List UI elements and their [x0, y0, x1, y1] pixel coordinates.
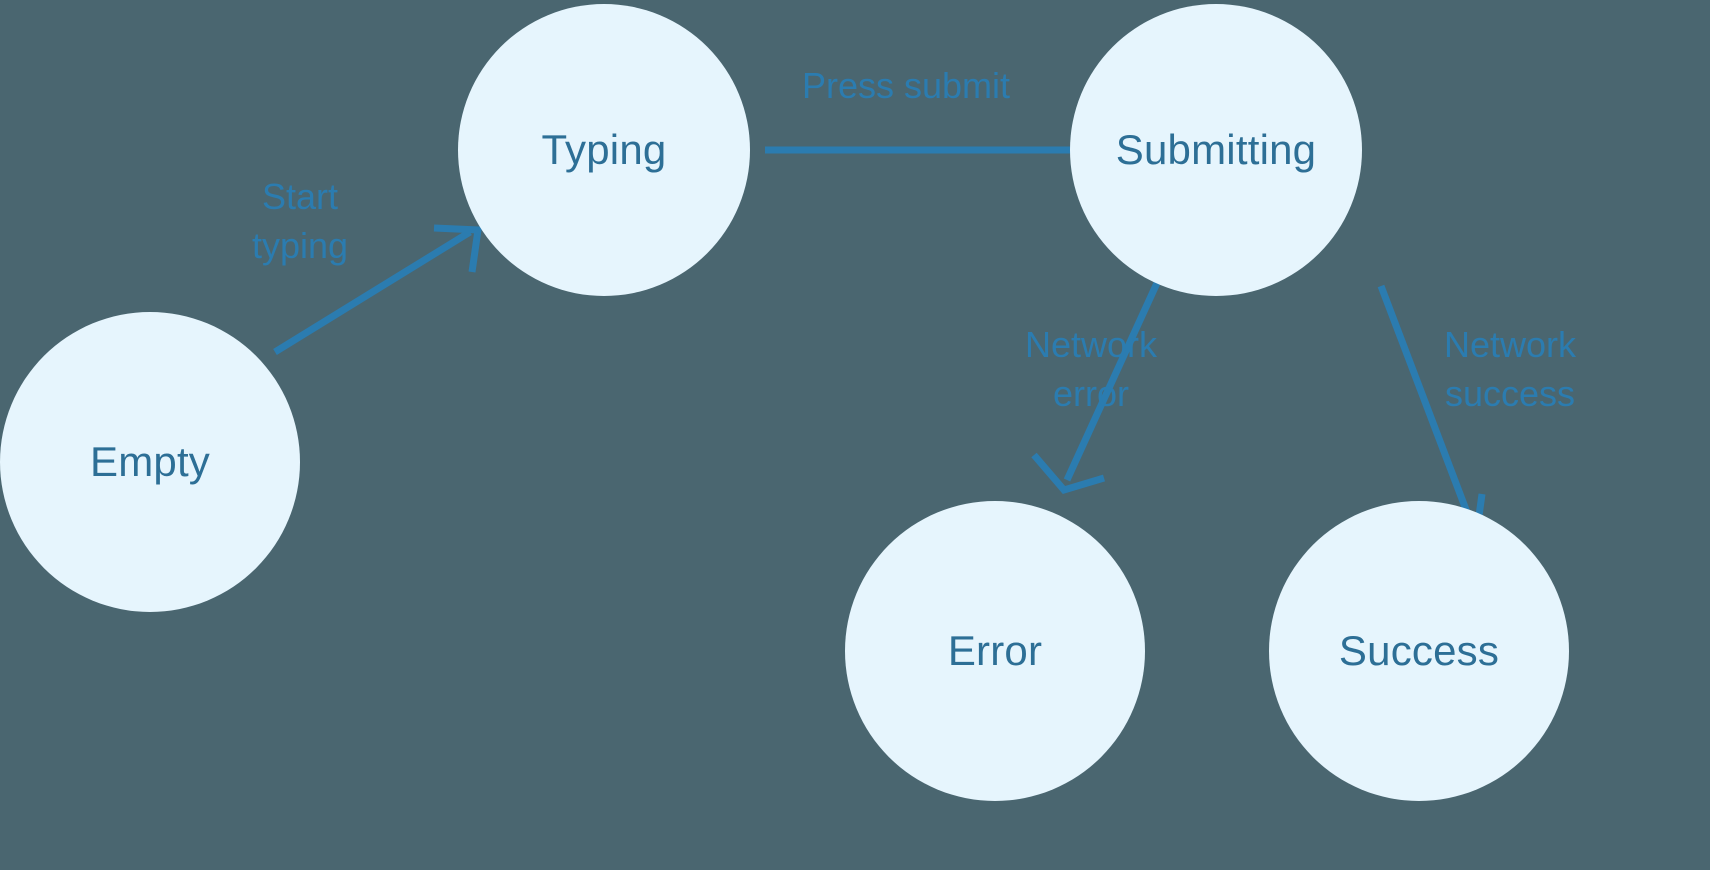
- state-node-error-label: Error: [947, 627, 1043, 674]
- edge-submitting-to-error: [1031, 281, 1161, 495]
- state-node-empty[interactable]: Empty: [0, 312, 300, 612]
- state-node-submitting-label: Submitting: [1115, 126, 1317, 173]
- state-node-empty-label: Empty: [89, 438, 211, 485]
- edge-label-press-submit: Press submit: [801, 65, 1011, 106]
- state-node-submitting[interactable]: Submitting: [1070, 4, 1362, 296]
- edge-empty-to-typing: [273, 224, 483, 355]
- edge-label-network-success: Network success: [1443, 324, 1577, 414]
- state-node-typing-label: Typing: [541, 126, 667, 173]
- state-node-typing[interactable]: Typing: [458, 4, 750, 296]
- state-node-success-label: Success: [1338, 627, 1500, 674]
- edge-label-start-typing: Start typing: [251, 176, 349, 266]
- state-node-error[interactable]: Error: [845, 501, 1145, 801]
- edge-label-network-error: Network error: [1024, 324, 1158, 414]
- state-node-success[interactable]: Success: [1269, 501, 1569, 801]
